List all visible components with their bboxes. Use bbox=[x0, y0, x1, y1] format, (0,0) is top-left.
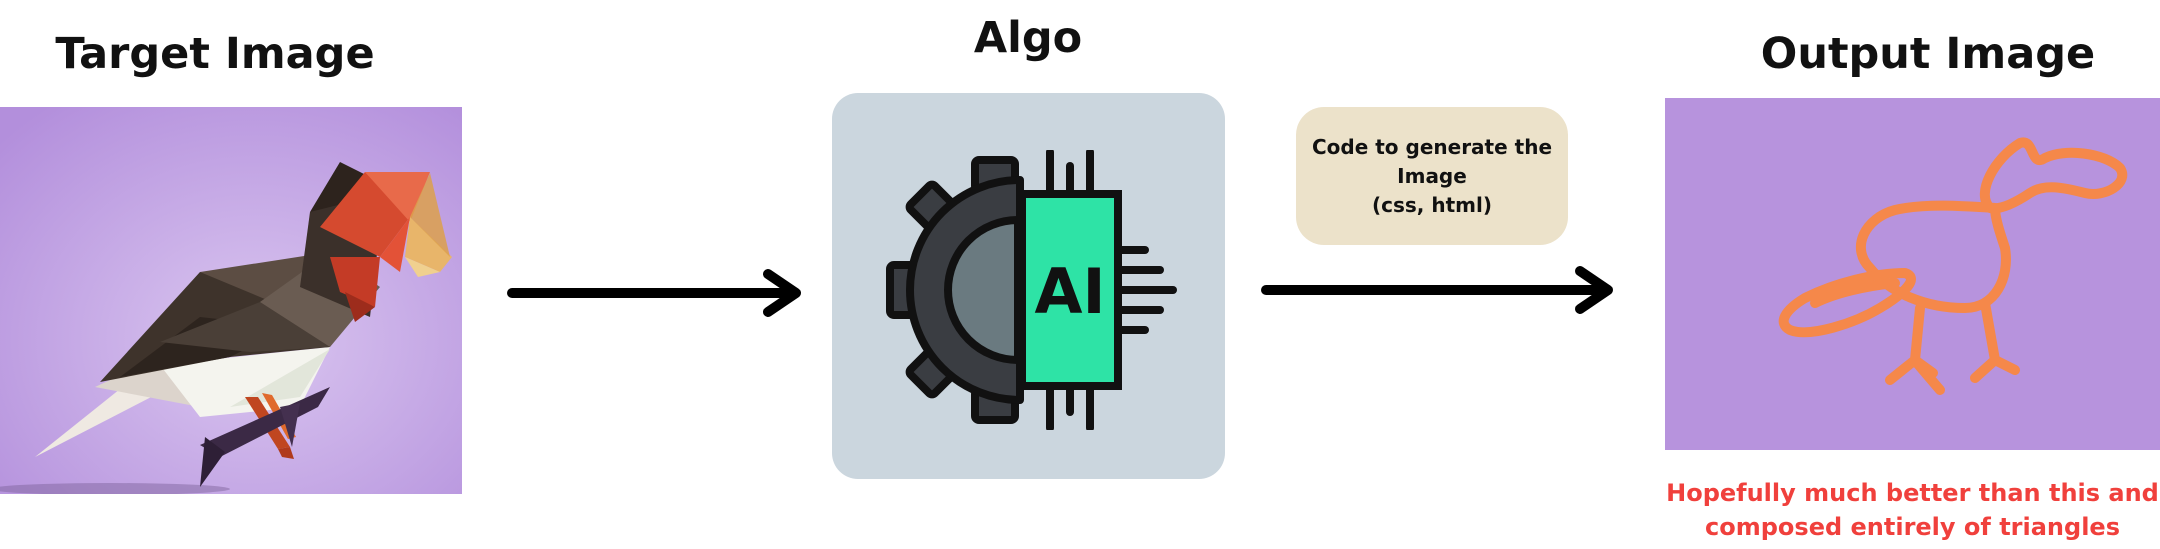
arrow-target-to-algo bbox=[507, 269, 801, 317]
chip-label: AI bbox=[1034, 255, 1105, 328]
output-image-panel bbox=[1665, 98, 2160, 450]
low-poly-bird bbox=[35, 162, 452, 487]
ai-gear-chip-icon: AI bbox=[886, 150, 1177, 430]
output-note-line-2: composed entirely of triangles bbox=[1705, 513, 2120, 541]
code-box-line-3: (css, html) bbox=[1372, 192, 1492, 217]
output-note-line-1: Hopefully much better than this and bbox=[1666, 479, 2159, 507]
output-image-title: Output Image bbox=[1760, 29, 2096, 79]
target-image-title: Target Image bbox=[55, 29, 375, 79]
code-box: Code to generate the Image (css, html) bbox=[1296, 107, 1568, 245]
code-box-line-2: Image bbox=[1397, 163, 1467, 188]
target-image-panel bbox=[0, 107, 462, 494]
output-note: Hopefully much better than this and comp… bbox=[1665, 476, 2160, 544]
algo-title: Algo bbox=[973, 13, 1083, 63]
arrow-algo-to-output bbox=[1261, 266, 1613, 314]
code-box-line-1: Code to generate the bbox=[1311, 134, 1553, 159]
orange-sketch-bird bbox=[1778, 137, 2128, 395]
shadow bbox=[0, 483, 230, 494]
